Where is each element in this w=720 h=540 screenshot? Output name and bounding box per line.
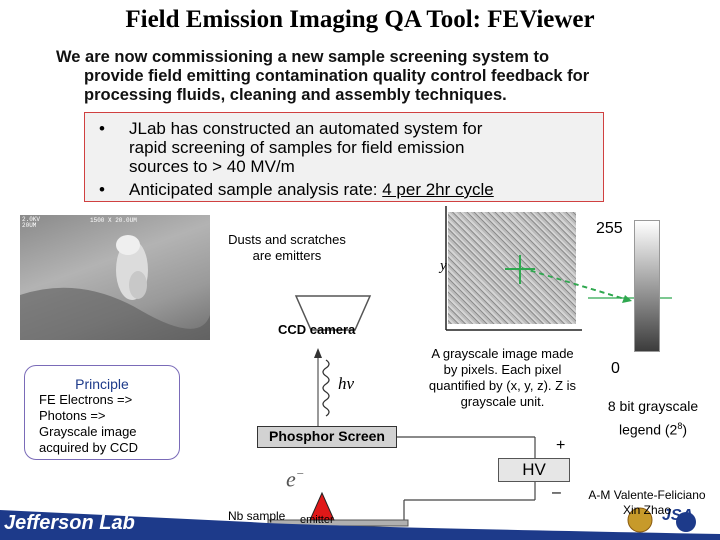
ccd-camera-label: CCD camera (278, 322, 356, 337)
intro-line: We are now commissioning a new sample sc… (56, 48, 550, 66)
credit-line: Xin Zhao (622, 503, 672, 517)
footer-band (0, 507, 720, 540)
principle-line: Photons => (39, 408, 106, 423)
nb-sample-label: Nb sample (228, 509, 286, 523)
bullet-marker: • (99, 180, 105, 199)
sem-caption-line: 2.0KV (22, 216, 41, 223)
sem-caption-line: 20UM (22, 222, 37, 229)
sem-micrograph: 2.0KV 20UM 1500 X 20.0UM (20, 215, 210, 340)
key-points-box: • JLab has constructed an automated syst… (84, 112, 604, 202)
intro-paragraph: We are now commissioning a new sample sc… (56, 48, 716, 105)
sem-caption-line: 1500 X 20.0UM (90, 217, 137, 224)
hv-plus-label: + (556, 437, 566, 454)
caption-line: are emitters (252, 248, 322, 263)
bullet-item: Anticipated sample analysis rate: 4 per … (129, 180, 599, 199)
description-line: A grayscale image made (431, 346, 574, 361)
bullet-line: Anticipated sample analysis rate: (129, 180, 383, 199)
credit-line: A-M Valente-Feliciano (588, 488, 706, 502)
principle-line: acquired by CCD (39, 440, 138, 455)
bullet-item: JLab has constructed an automated system… (129, 119, 599, 176)
credits: A-M Valente-Feliciano Xin Zhao (574, 488, 720, 518)
intro-line: processing fluids, cleaning and assembly… (84, 86, 507, 104)
principle-box: Principle FE Electrons => Photons => Gra… (24, 365, 180, 460)
dusts-caption: Dusts and scratches are emitters (222, 232, 352, 264)
principle-text: FE Electrons => Photons => Grayscale ima… (25, 392, 179, 456)
principle-line: Grayscale image (39, 424, 137, 439)
legend-line: legend (28) (618, 421, 688, 438)
sem-caption: 2.0KV 20UM (22, 217, 40, 229)
y-axis-label: y (440, 258, 447, 274)
ccd-camera-shape (294, 295, 372, 331)
photon-energy-label: hν (338, 374, 355, 393)
jsa-logo: JSA (662, 507, 694, 524)
particle-illustration (20, 235, 210, 340)
grayscale-legend-bar (634, 220, 660, 352)
emitter-shape (309, 491, 335, 521)
principle-heading: Principle (75, 376, 129, 392)
hv-supply: HV (498, 458, 570, 482)
scale-legend: 8 bit grayscale legend (28) (588, 396, 718, 440)
emitter-label: emitter (300, 514, 334, 526)
description-line: quantified by (x, y, z). Z is (428, 378, 577, 393)
description-line: grayscale unit. (460, 394, 545, 409)
scale-max-label: 255 (596, 220, 623, 237)
principle-line: FE Electrons => (39, 392, 133, 407)
scale-min-label: 0 (611, 360, 620, 377)
electron-label: e− (286, 466, 305, 492)
bullet-line: JLab has constructed an automated system… (129, 119, 483, 138)
description-line: by pixels. Each pixel (443, 362, 562, 377)
bullet-marker: • (99, 119, 105, 138)
page-title: Field Emission Imaging QA Tool: FEViewer (125, 6, 595, 33)
intro-line: provide field emitting contamination qua… (84, 67, 590, 85)
jefferson-lab-logo: Jefferson Lab (4, 512, 135, 534)
caption-line: Dusts and scratches (228, 232, 346, 247)
bullet-line: sources to > 40 MV/m (129, 157, 295, 176)
photon-wave (322, 359, 330, 417)
analysis-rate: 4 per 2hr cycle (382, 180, 494, 199)
phosphor-screen: Phosphor Screen (257, 426, 397, 448)
legend-line: 8 bit grayscale (607, 398, 699, 414)
bullet-line: rapid screening of samples for field emi… (129, 138, 465, 157)
grayscale-description: A grayscale image made by pixels. Each p… (420, 346, 585, 410)
hv-minus-label: – (552, 484, 561, 501)
